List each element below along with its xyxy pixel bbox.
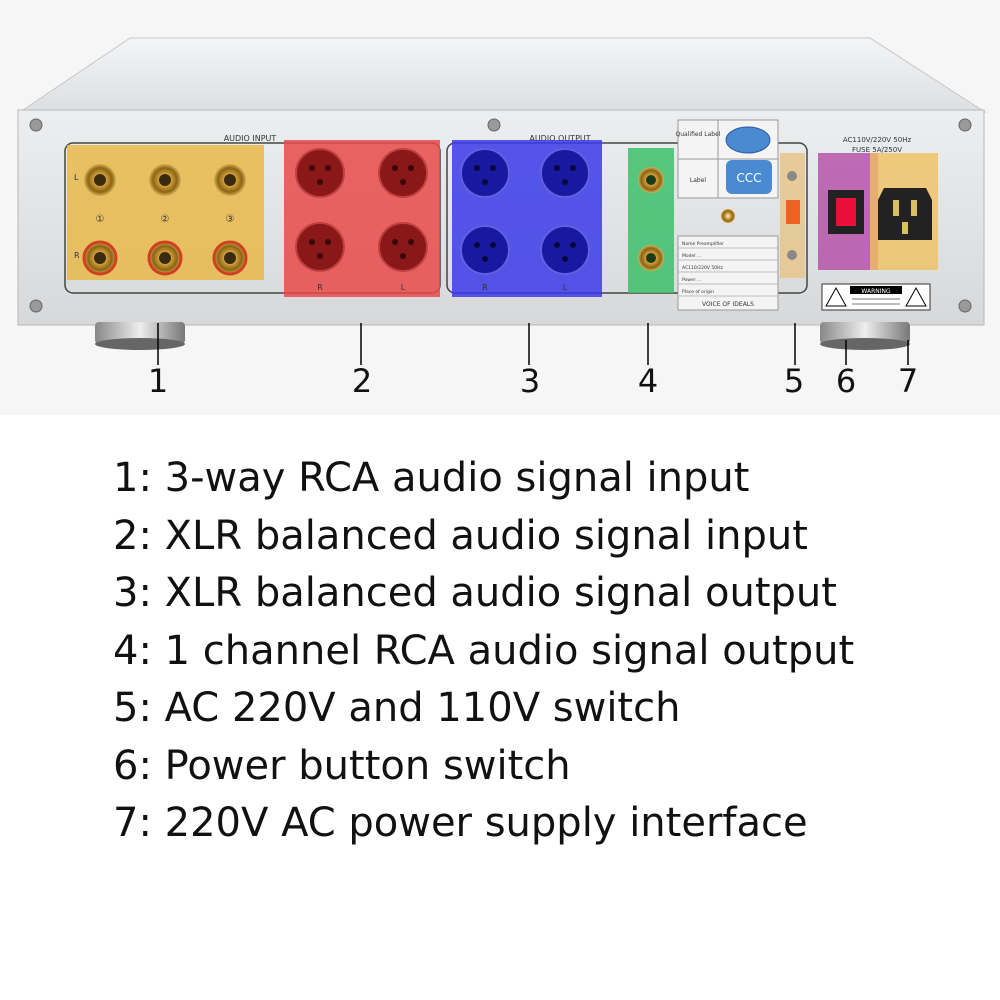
legend-list: 1: 3-way RCA audio signal input 2: XLR b…: [113, 450, 854, 853]
right-foot: [820, 322, 910, 350]
spec-row-5: Place of origin: [682, 289, 714, 295]
spec-row-3: AC110/220V 50Hz: [682, 265, 723, 271]
left-foot: [95, 322, 185, 350]
voltage-switch: [780, 153, 805, 278]
qualified-label-text: Qualified Label: [676, 131, 721, 138]
rca-mark-3: ③: [226, 214, 235, 225]
rca-output-group: [628, 148, 674, 293]
amplifier-rear-panel-photo: AUDIO INPUT AUDIO OUTPUT ① ② ③ L R: [0, 0, 1000, 430]
xlr-in-mark-r: R: [317, 283, 323, 292]
xlr-out-mark-l: L: [563, 283, 568, 292]
rca-mark-1: ①: [96, 214, 105, 225]
xlr-output-group: R L: [452, 140, 602, 297]
legend-item-5: 5: AC 220V and 110V switch: [113, 685, 681, 731]
callout-7: 7: [897, 362, 919, 400]
rca-jacks-input: [82, 164, 248, 276]
brand-text: VOICE OF IDEALS: [702, 301, 754, 308]
xlr-out-mark-r: R: [482, 283, 488, 292]
xlr-jacks-input: [295, 148, 428, 272]
callout-3: 3: [519, 362, 541, 400]
audio-input-label: AUDIO INPUT: [224, 134, 277, 143]
legend-item-3: 3: XLR balanced audio signal output: [113, 570, 837, 616]
label-area: Qualified Label Label CCC Name Preamplif…: [676, 119, 779, 311]
label-text: Label: [690, 177, 707, 184]
warning-label: WARNING: [821, 283, 931, 311]
iec-socket-group: [870, 153, 938, 270]
power-switch-group: [818, 153, 878, 270]
voltage-text: AC110V/220V 50Hz: [843, 136, 912, 144]
warning-text: WARNING: [861, 288, 891, 295]
callout-lines: [157, 323, 909, 365]
audio-output-label: AUDIO OUTPUT: [529, 134, 590, 143]
callout-2: 2: [351, 362, 373, 400]
callout-4: 4: [637, 362, 659, 400]
legend-item-2: 2: XLR balanced audio signal input: [113, 512, 808, 559]
rca-row-r: R: [74, 251, 80, 260]
legend-item-7: 7: 220V AC power supply interface: [113, 800, 808, 846]
chassis-top: [18, 37, 987, 113]
callout-5: 5: [783, 362, 805, 400]
spec-row-2: Model ...: [682, 253, 701, 259]
xlr-input-group: R L: [284, 140, 440, 297]
legend-item-4: 4: 1 channel RCA audio signal output: [113, 627, 855, 674]
fuse-text: FUSE 5A/250V: [852, 146, 902, 154]
rca-input-group: ① ② ③ L R: [67, 145, 264, 280]
ccc-mark: CCC: [736, 171, 761, 185]
ground-post: [721, 209, 735, 223]
rca-row-l: L: [74, 173, 79, 182]
xlr-in-mark-l: L: [401, 283, 406, 292]
rca-mark-2: ②: [161, 214, 170, 225]
callout-6: 6: [835, 362, 857, 400]
callout-1: 1: [147, 362, 169, 400]
spec-row-4: Power ...: [682, 277, 701, 283]
chassis-screws: [29, 118, 972, 313]
legend-item-6: 6: Power button switch: [113, 742, 571, 789]
xlr-jacks-output: [460, 148, 590, 275]
spec-row-1: Name Preamplifier: [682, 241, 724, 247]
legend-item-1: 1: 3-way RCA audio signal input: [113, 455, 750, 501]
